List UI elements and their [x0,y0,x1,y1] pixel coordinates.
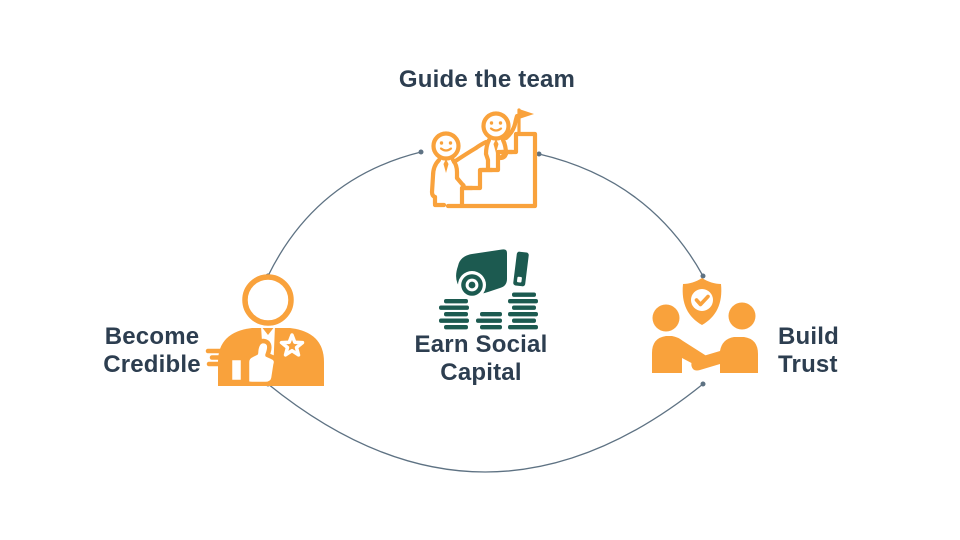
coin-shape [458,271,486,299]
shield-check-icon [682,278,722,325]
upper-climber-figure [473,108,534,173]
center-node-label: Earn Social Capital [414,331,548,386]
connector-arc-top-to-right [538,153,704,277]
flag-icon [517,108,534,134]
hand-giving-coins-icon [439,249,538,330]
hand-dropping-coin [439,249,538,330]
team-climbing-stairs-icon [429,108,538,209]
connector-dot [536,151,542,157]
sleeve-cuff-shape [513,251,529,287]
person-thumbs-up-icon [205,274,324,386]
connector-dot [700,381,706,387]
right-node-label: Build Trust [778,323,839,378]
credible-person-figure [205,274,324,386]
left-node-label: Become Credible [103,323,201,378]
head-shape [242,274,294,326]
connector-arc-left-to-top [267,151,422,277]
star-badge-icon [279,333,305,357]
stairs-shape [445,131,538,209]
connector-arcs [267,151,704,473]
handshake-shield-icon [652,278,758,373]
coin-stacks [439,292,538,330]
right-person-shape [691,302,758,373]
handshake-figures [652,278,758,373]
connector-dot [418,149,424,155]
top-node-label: Guide the team [398,66,576,93]
lower-climber-figure [429,131,479,208]
connector-dot [700,273,706,279]
thumbs-up-hand [227,338,279,386]
connector-arc-right-to-left-bottom [267,383,704,473]
